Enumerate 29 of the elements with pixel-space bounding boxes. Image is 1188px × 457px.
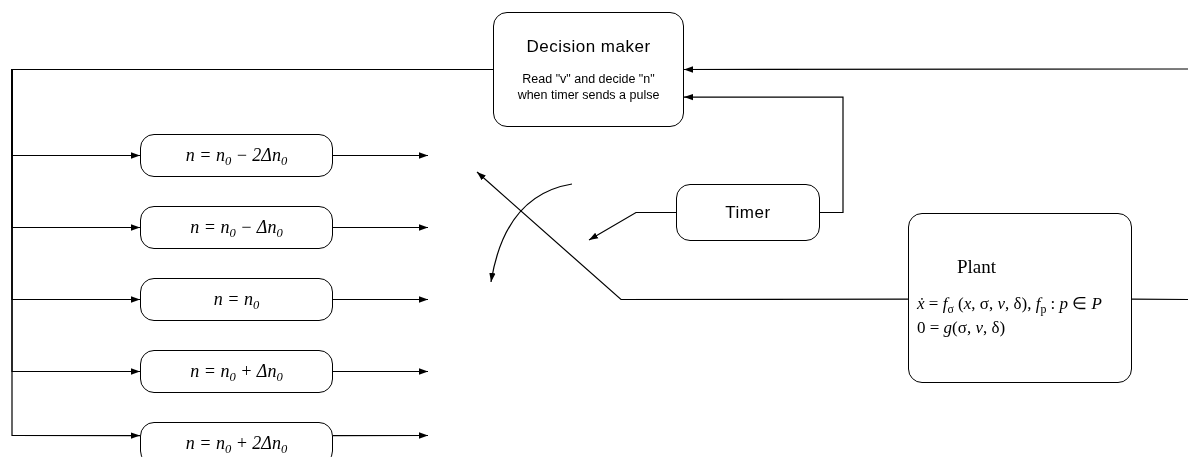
equation: n = n$_{0}$ + Δn$_{0}$ xyxy=(190,361,283,382)
equation: n = n$_{0}$ − 2Δn$_{0}$ xyxy=(185,145,288,166)
equation: n = n$_{0}$ + 2Δn$_{0}$ xyxy=(185,433,288,454)
process-box xyxy=(140,350,333,393)
arrow xyxy=(588,211,677,241)
connector-line xyxy=(1131,298,1188,301)
equation: 0 = g(σ, v, δ) xyxy=(917,317,1006,339)
process-box xyxy=(140,278,333,321)
arrow xyxy=(476,171,909,301)
arrow xyxy=(683,66,1188,73)
process-box xyxy=(140,206,333,249)
process-box xyxy=(140,134,333,177)
arrow xyxy=(683,93,844,214)
arrow xyxy=(332,224,429,231)
box-description: Read "v" and decide "n" when timer sends a pulse xyxy=(516,70,661,103)
arrow xyxy=(332,432,429,439)
box-title: Plant xyxy=(957,256,997,278)
equation: ẋ = f$_{σ}$ (x, σ, v, δ), f$_{p}$ : p ∈ P xyxy=(917,293,1102,316)
arrow xyxy=(332,368,429,375)
box-title: Decision maker xyxy=(526,36,651,57)
equation: n = n$_{0}$ xyxy=(213,289,260,310)
arrow xyxy=(332,152,429,159)
decision-maker-box xyxy=(493,12,684,127)
box-title: Timer xyxy=(725,202,771,223)
timer-box xyxy=(676,184,820,241)
arrow xyxy=(332,296,429,303)
plant-box xyxy=(908,213,1132,383)
equation: n = n$_{0}$ − Δn$_{0}$ xyxy=(190,217,283,238)
process-box xyxy=(140,422,333,457)
